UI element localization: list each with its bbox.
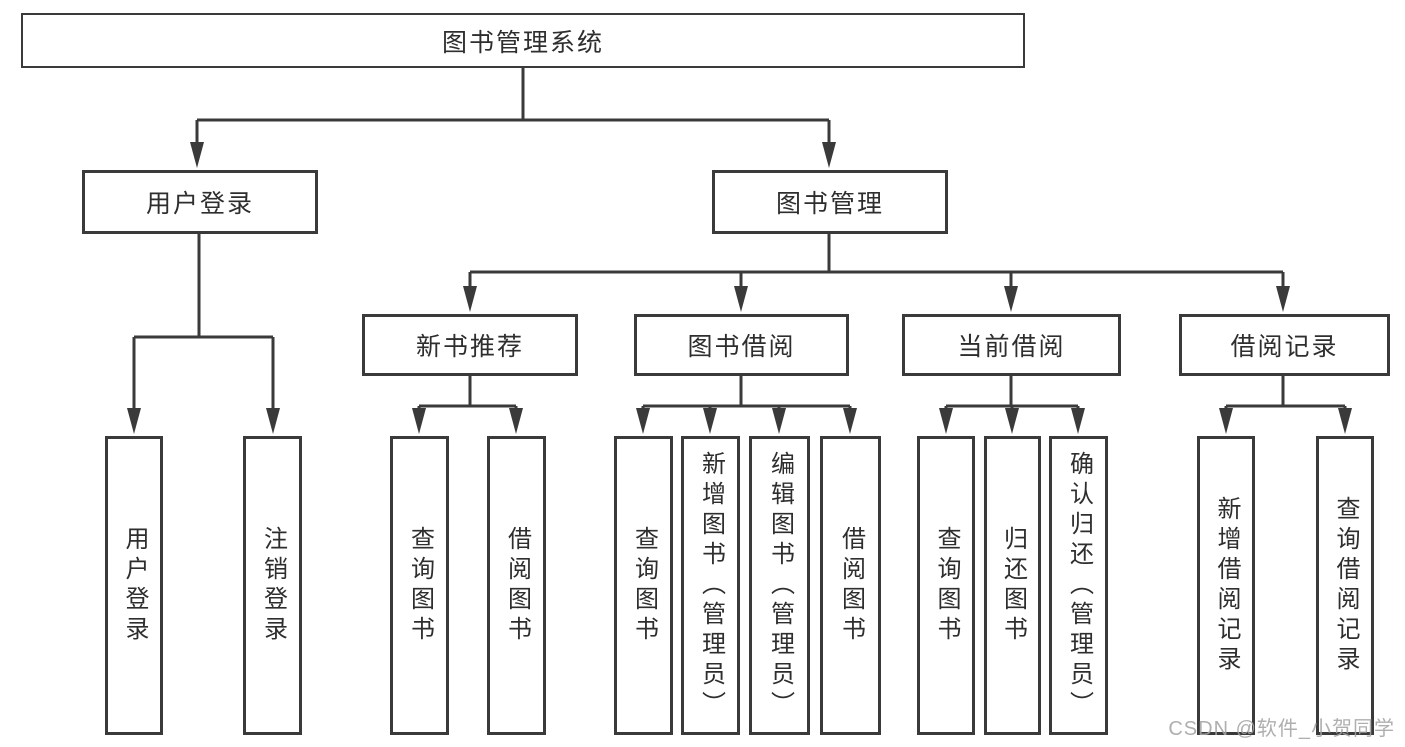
node-label: 当前借阅 xyxy=(957,333,1066,361)
node-library-management-system: 图书管理系统 xyxy=(21,13,1025,68)
arrow-head xyxy=(412,408,426,434)
arrow-head xyxy=(1004,286,1018,312)
arrow-head xyxy=(1276,286,1290,312)
arrow-head xyxy=(463,286,477,312)
arrow-head xyxy=(1219,408,1233,434)
node-label: 注销登录 xyxy=(259,525,287,646)
node-label: 用户登录 xyxy=(145,190,254,218)
leaf-borrow-book-recommend: 借阅图书 xyxy=(487,436,546,735)
arrow-head xyxy=(703,408,717,434)
arrow-head xyxy=(939,408,953,434)
edge-user-login-children xyxy=(132,234,275,412)
leaf-add-book-admin: 新增图书（管理员） xyxy=(681,436,740,735)
node-label: 用户登录 xyxy=(121,525,148,646)
edge-borrowing-records-children xyxy=(1224,376,1347,412)
edge-root-to-level1 xyxy=(195,68,831,146)
leaf-borrow-book-borrowing: 借阅图书 xyxy=(820,436,881,735)
arrow-head xyxy=(1338,408,1352,434)
node-book-management: 图书管理 xyxy=(712,170,948,234)
node-label: 查询借阅记录 xyxy=(1332,495,1359,676)
leaf-user-login: 用户登录 xyxy=(105,436,163,735)
leaf-query-book-borrowing: 查询图书 xyxy=(614,436,673,735)
arrow-head xyxy=(509,408,523,434)
edge-new-book-children xyxy=(417,376,518,412)
arrow-head xyxy=(822,142,836,168)
node-label: 归还图书 xyxy=(999,525,1027,646)
node-label: 查询图书 xyxy=(406,525,434,646)
node-label: 图书管理 xyxy=(775,190,884,218)
node-label: 借阅图书 xyxy=(837,525,865,646)
node-label: 图书借阅 xyxy=(687,333,796,361)
node-label: 新书推荐 xyxy=(415,333,524,361)
node-label: 查询图书 xyxy=(933,525,960,646)
arrow-head xyxy=(266,408,280,434)
leaf-edit-book-admin: 编辑图书（管理员） xyxy=(749,436,810,735)
arrow-head xyxy=(734,286,748,312)
arrow-head xyxy=(772,408,786,434)
node-label: 图书管理系统 xyxy=(441,28,604,57)
arrow-head xyxy=(843,408,857,434)
leaf-query-borrow-record: 查询借阅记录 xyxy=(1316,436,1374,735)
edge-book-management-children xyxy=(468,234,1285,290)
leaf-confirm-return-admin: 确认归还（管理员） xyxy=(1049,436,1108,735)
node-borrowing-records: 借阅记录 xyxy=(1179,314,1390,376)
arrow-head xyxy=(1071,408,1085,434)
edge-current-borrowing-children xyxy=(944,376,1080,412)
arrow-heads xyxy=(127,142,1352,434)
leaf-query-book-current: 查询图书 xyxy=(917,436,975,735)
node-label: 查询图书 xyxy=(630,525,658,646)
node-label: 编辑图书（管理员） xyxy=(766,450,794,721)
arrow-head xyxy=(636,408,650,434)
node-book-borrowing: 图书借阅 xyxy=(634,314,849,376)
arrow-head xyxy=(190,142,204,168)
leaf-add-borrow-record: 新增借阅记录 xyxy=(1197,436,1255,735)
node-label: 确认归还（管理员） xyxy=(1065,450,1093,721)
node-label: 新增借阅记录 xyxy=(1213,495,1240,676)
node-label: 借阅图书 xyxy=(503,525,531,646)
node-current-borrowing: 当前借阅 xyxy=(902,314,1121,376)
arrow-head xyxy=(127,408,141,434)
arrow-head xyxy=(1005,408,1019,434)
leaf-query-book-recommend: 查询图书 xyxy=(390,436,449,735)
node-user-login: 用户登录 xyxy=(82,170,318,234)
node-label: 新增图书（管理员） xyxy=(697,450,725,721)
leaf-return-book: 归还图书 xyxy=(984,436,1041,735)
node-label: 借阅记录 xyxy=(1230,333,1339,361)
node-new-book-recommend: 新书推荐 xyxy=(362,314,578,376)
edge-book-borrowing-children xyxy=(641,376,852,412)
leaf-logout: 注销登录 xyxy=(243,436,302,735)
